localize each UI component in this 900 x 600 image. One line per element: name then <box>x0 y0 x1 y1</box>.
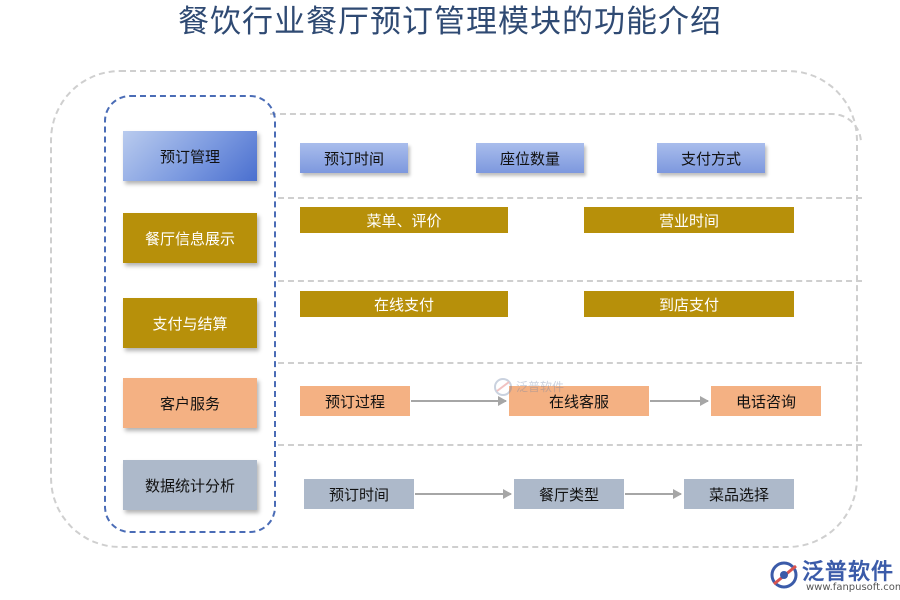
category-column-frame <box>104 95 276 533</box>
item-online-payment: 在线支付 <box>300 291 508 317</box>
brand-logo-icon <box>770 561 798 589</box>
item-payment-method: 支付方式 <box>657 143 765 173</box>
item-menu-reviews: 菜单、评价 <box>300 207 508 233</box>
watermark-logo-icon <box>494 378 512 396</box>
row-separator <box>278 280 862 282</box>
row-separator <box>278 197 862 199</box>
category-reservation-management: 预订管理 <box>123 131 257 181</box>
flow-reservation-process: 预订过程 <box>300 386 410 416</box>
brand-url: www.fanpusoft.com <box>806 582 900 593</box>
watermark: 泛普软件 <box>492 376 582 404</box>
category-customer-service: 客户服务 <box>123 378 257 428</box>
brand-logo: 泛普软件 www.fanpusoft.com <box>768 554 900 598</box>
brand-name: 泛普软件 <box>802 560 895 585</box>
item-seat-count: 座位数量 <box>476 143 584 173</box>
row-separator <box>278 444 862 446</box>
item-reservation-time: 预订时间 <box>300 143 408 173</box>
flow-reservation-time: 预订时间 <box>304 479 414 509</box>
flow-restaurant-type: 餐厅类型 <box>514 479 624 509</box>
watermark-text: 泛普软件 <box>516 380 565 394</box>
page-title: 餐饮行业餐厅预订管理模块的功能介绍 <box>178 4 722 40</box>
category-payment-settlement: 支付与结算 <box>123 298 257 348</box>
item-business-hours: 营业时间 <box>584 207 794 233</box>
row-separator <box>278 362 862 364</box>
category-restaurant-info: 餐厅信息展示 <box>123 213 257 263</box>
flow-online-support: 在线客服 <box>509 386 649 416</box>
item-in-store-payment: 到店支付 <box>584 291 794 317</box>
category-data-analytics: 数据统计分析 <box>123 460 257 510</box>
flow-phone-consult: 电话咨询 <box>711 386 821 416</box>
flow-dish-selection: 菜品选择 <box>684 479 794 509</box>
outer-frame <box>50 70 858 548</box>
